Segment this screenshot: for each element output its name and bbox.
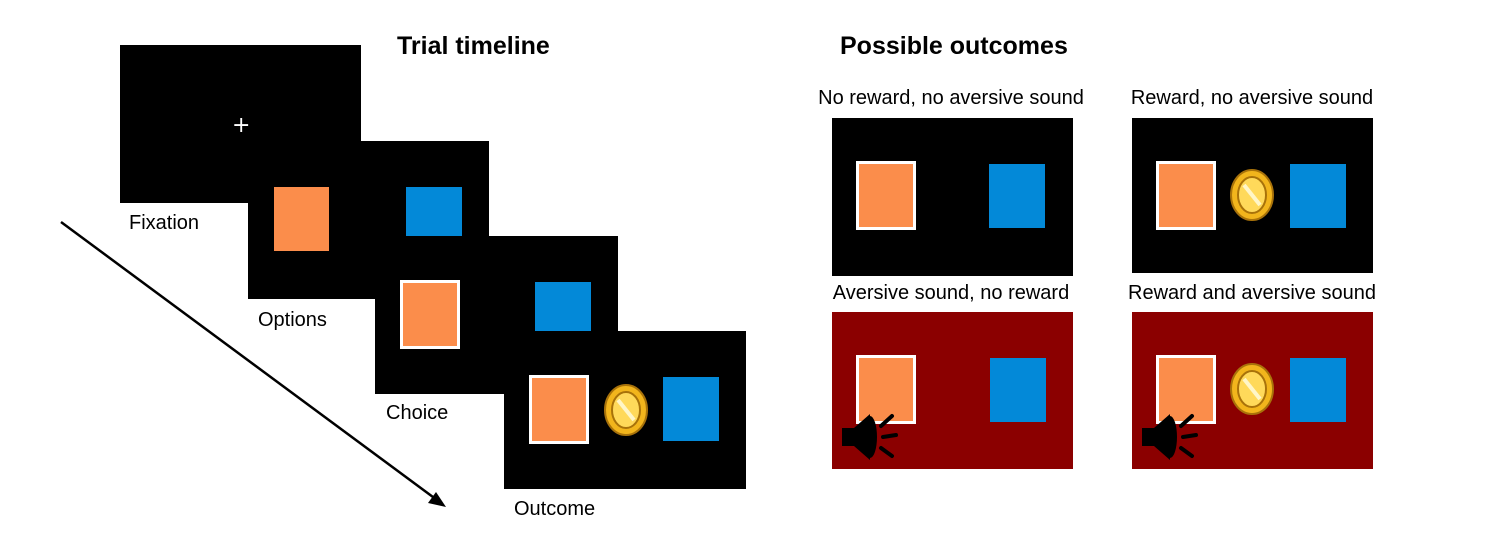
sound-no-reward-screen [832,312,1073,469]
fixation-cross-icon: + [232,113,251,138]
blue-option [990,358,1046,422]
reward-no-sound-screen [1132,118,1373,273]
fixation-label: Fixation [129,212,200,234]
speaker-icon [842,414,898,460]
choice-label: Choice [386,402,449,424]
blue-option [663,377,719,441]
selected-orange-option [1156,161,1216,230]
orange-option [274,187,329,251]
reward-no-sound-label: Reward, no aversive sound [1130,87,1374,109]
blue-option [989,164,1045,228]
outcome-screen [504,331,746,489]
no-reward-no-sound-screen [832,118,1073,276]
outcome-label: Outcome [514,498,596,520]
sound-no-reward-label: Aversive sound, no reward [832,282,1070,304]
speaker-icon [1142,414,1198,460]
options-label: Options [258,309,327,331]
selected-orange-option [400,280,460,349]
coin-icon [1230,169,1274,221]
no-reward-no-sound-label: No reward, no aversive sound [818,87,1084,109]
reward-and-sound-screen [1132,312,1373,469]
selected-orange-option [529,375,589,444]
reward-and-sound-label: Reward and aversive sound [1128,282,1376,304]
blue-option [1290,164,1346,228]
selected-orange-option [856,355,916,424]
coin-icon [1230,363,1274,415]
trial-timeline-title: Trial timeline [397,32,550,60]
coin-icon [604,384,648,436]
possible-outcomes-title: Possible outcomes [840,32,1068,60]
blue-option [1290,358,1346,422]
selected-orange-option [856,161,916,230]
